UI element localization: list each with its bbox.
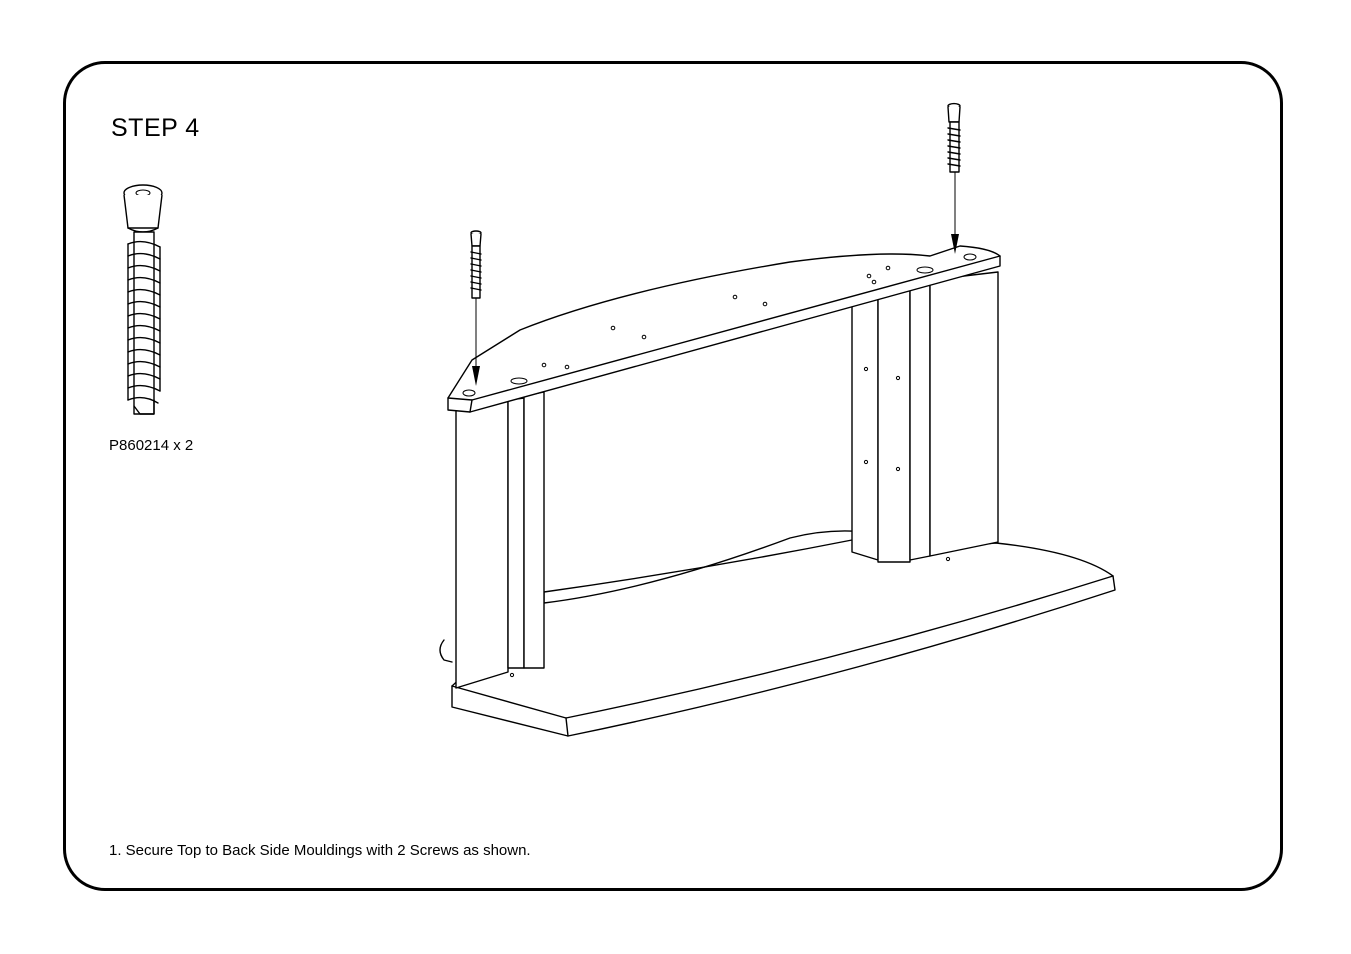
stand-assembly — [439, 245, 1116, 737]
step-title: STEP 4 — [111, 114, 200, 142]
screw-left-icon — [470, 230, 482, 386]
top-panel — [447, 245, 1001, 413]
instruction-panel-border — [63, 61, 1283, 891]
bottom-shelf — [451, 530, 1116, 737]
screw-right-icon — [947, 102, 961, 254]
instruction-text: 1. Secure Top to Back Side Mouldings wit… — [109, 842, 531, 859]
hardware-part-label: P860214 x 2 — [109, 437, 194, 454]
screw-icon — [123, 184, 163, 415]
right-back-moulding — [851, 295, 879, 561]
left-back-moulding — [455, 399, 509, 689]
